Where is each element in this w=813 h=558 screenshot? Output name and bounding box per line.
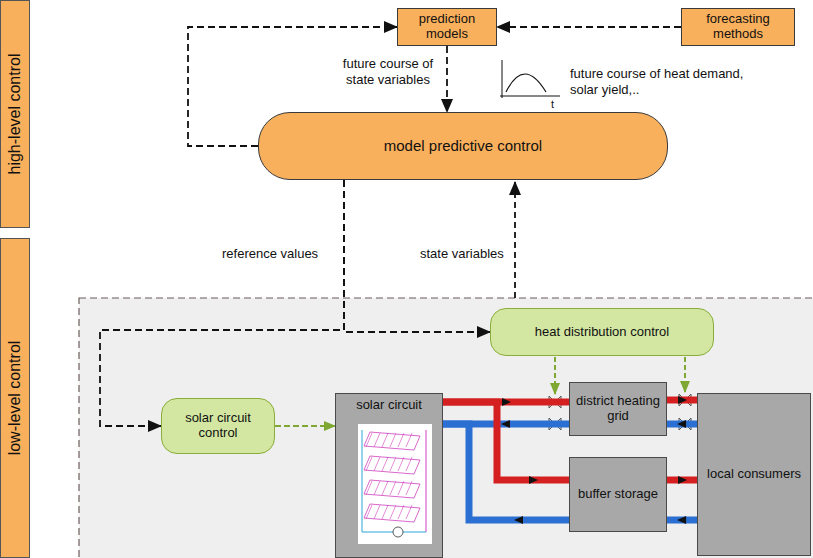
solar-collector-illustration: [358, 424, 432, 544]
annotation-label: future course of heat demand, solar yiel…: [570, 66, 750, 97]
state-variables-arrow: [514, 182, 516, 298]
signal-connector: [275, 426, 335, 427]
pipe-connector: [667, 476, 697, 524]
annotation-label: t: [551, 98, 563, 111]
signal-connector: [100, 180, 344, 426]
node-label: solar circuit: [353, 398, 425, 413]
level-band: high-level control: [0, 0, 30, 228]
low-level-region: [79, 298, 813, 558]
node-label: local consumers: [704, 467, 804, 482]
forecast-chart-icon: [500, 60, 560, 98]
plant-box: local consumers: [697, 393, 811, 556]
level-band: low-level control: [0, 238, 30, 558]
node-label: prediction models: [398, 12, 496, 42]
process-box: prediction models: [397, 8, 497, 46]
controller-box: model predictive control: [258, 112, 668, 180]
node-label: heat distribution control: [532, 325, 672, 340]
valve-signal: [554, 357, 556, 394]
valve-signal: [684, 357, 686, 392]
pipe-connector: [667, 396, 697, 428]
band-label: low-level control: [6, 341, 24, 456]
signal-connector: [497, 27, 681, 28]
node-label: forecasting methods: [682, 12, 794, 42]
node-label: district heating grid: [570, 394, 666, 424]
annotation-label: state variables: [420, 246, 520, 262]
annotation-label: reference values: [222, 246, 338, 262]
plant-box: solar circuit: [335, 393, 443, 558]
process-box: forecasting methods: [681, 8, 795, 46]
node-label: buffer storage: [575, 487, 661, 502]
band-label: high-level control: [6, 54, 24, 175]
edge-label: future course of state variables: [336, 56, 440, 87]
plant-box: district heating grid: [569, 382, 667, 436]
controller-box: solar circuit control: [161, 398, 275, 454]
node-label: solar circuit control: [162, 411, 274, 441]
plant-box: buffer storage: [569, 457, 667, 532]
pipe-connector: [443, 402, 569, 524]
signal-connector: [447, 46, 448, 112]
controller-box: heat distribution control: [490, 308, 714, 356]
node-label: model predictive control: [381, 137, 545, 154]
